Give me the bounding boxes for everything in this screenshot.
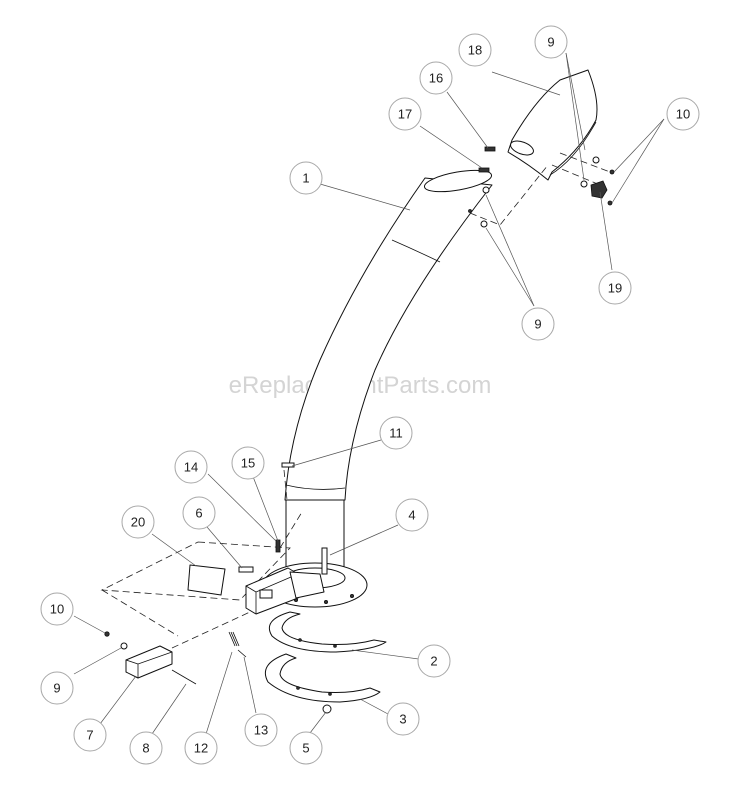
- callout-18: 18: [458, 33, 492, 67]
- callout-label-12: 12: [194, 741, 208, 756]
- callout-10-left: 10: [40, 592, 74, 626]
- callout-label-14: 14: [184, 460, 198, 475]
- callout-label-18: 18: [468, 43, 482, 58]
- nut-10-left: [104, 631, 110, 637]
- callout-15: 15: [231, 446, 265, 480]
- callout-5: 5: [289, 731, 323, 765]
- callout-10-right: 10: [666, 97, 700, 131]
- leader-lines: [73, 52, 665, 735]
- callout-label-19: 19: [608, 281, 622, 296]
- chute-tube: [284, 169, 493, 501]
- bracket-7: [125, 645, 173, 679]
- mount-plate: [100, 541, 291, 637]
- callout-8: 8: [129, 731, 163, 765]
- ring-segment-lower: [264, 653, 381, 703]
- callout-label-20: 20: [131, 515, 145, 530]
- callout-9-mid: 9: [521, 307, 555, 341]
- callout-12: 12: [184, 731, 218, 765]
- callout-label-10-right: 10: [676, 107, 690, 122]
- callout-17: 17: [388, 97, 422, 131]
- callout-label-8: 8: [142, 741, 149, 756]
- callout-label-6: 6: [195, 506, 202, 521]
- callout-9-left: 9: [40, 671, 74, 705]
- callout-7: 7: [73, 718, 107, 752]
- callout-label-3: 3: [399, 712, 406, 727]
- washer-9-left: [120, 642, 128, 650]
- callout-6: 6: [182, 496, 216, 530]
- callout-19: 19: [598, 271, 632, 305]
- callout-label-9-top: 9: [547, 35, 554, 50]
- callout-1: 1: [289, 161, 323, 195]
- callout-label-4: 4: [408, 508, 415, 523]
- callout-13: 13: [244, 713, 278, 747]
- callout-label-13: 13: [254, 723, 268, 738]
- deflector-hood: [507, 69, 598, 181]
- ring-segment-upper: [268, 611, 387, 653]
- callout-14: 14: [174, 450, 208, 484]
- callout-label-9-mid: 9: [534, 317, 541, 332]
- callout-label-16: 16: [429, 71, 443, 86]
- callout-16: 16: [419, 61, 453, 95]
- nut-5: [322, 704, 332, 714]
- callout-label-10-left: 10: [50, 602, 64, 617]
- callout-11: 11: [379, 416, 413, 450]
- callout-2: 2: [417, 644, 451, 678]
- callout-label-2: 2: [430, 654, 437, 669]
- small-hardware-left: [228, 539, 281, 658]
- pin-11: [281, 462, 295, 468]
- top-hardware: [468, 146, 615, 228]
- callout-9-top: 9: [534, 25, 568, 59]
- callout-3: 3: [386, 702, 420, 736]
- callout-label-17: 17: [398, 107, 412, 122]
- callout-4: 4: [395, 498, 429, 532]
- callout-20: 20: [121, 505, 155, 539]
- callout-label-5: 5: [302, 741, 309, 756]
- callout-label-7: 7: [86, 728, 93, 743]
- bracket-tube: [245, 567, 325, 615]
- callout-label-15: 15: [241, 456, 255, 471]
- bolt-8: [171, 669, 197, 685]
- callout-label-11: 11: [389, 426, 403, 441]
- callout-label-1: 1: [302, 171, 309, 186]
- callout-label-9-left: 9: [53, 681, 60, 696]
